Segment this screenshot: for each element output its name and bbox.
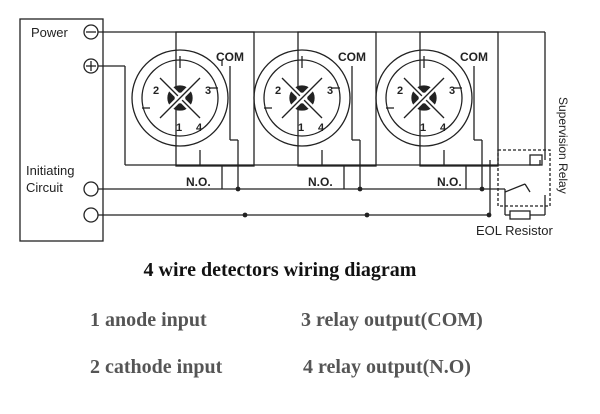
supervision-relay-box: [497, 149, 551, 207]
detector-3-terminal-4: 4: [440, 122, 447, 134]
detector-2-terminal-3: 3: [327, 85, 333, 97]
detector-1-terminal-1: 1: [176, 122, 182, 134]
detector-3-terminal-3: 3: [449, 85, 455, 97]
control-panel: [19, 18, 104, 242]
detector-1-terminal-2: 2: [153, 85, 159, 97]
initiating-label-line1: Initiating: [26, 163, 74, 178]
detector-3-terminal-1: 1: [420, 122, 426, 134]
supervision-relay-label: Supervision Relay: [556, 97, 570, 194]
detector-2-terminal-1: 1: [298, 122, 304, 134]
legend-item-1: 1 anode input: [90, 309, 207, 331]
eol-resistor: [509, 210, 531, 220]
detector-2-terminal-2: 2: [275, 85, 281, 97]
initiating-label-line2: Circuit: [26, 180, 63, 195]
detector-3-no-label: N.O.: [437, 175, 462, 189]
detector-1-com-label: COM: [216, 50, 244, 64]
initiating-terminal-2: [83, 207, 99, 223]
power-label: Power: [31, 25, 69, 40]
legend-item-2: 2 cathode input: [90, 356, 223, 378]
relay-coil: [529, 154, 543, 166]
diagram-caption: 4 wire detectors wiring diagram: [143, 259, 417, 281]
detector-2-terminal-4: 4: [318, 122, 325, 134]
initiating-terminal-1: [83, 181, 99, 197]
detector-3-terminal-2: 2: [397, 85, 403, 97]
detector-3-com-label: COM: [460, 50, 488, 64]
detector-1-terminal-3: 3: [205, 85, 211, 97]
detector-2-no-label: N.O.: [308, 175, 333, 189]
wiring-diagram: Power Initiating Circuit COM N.O. 2 3 1 …: [19, 18, 570, 242]
detector-3: [375, 31, 499, 189]
legend-item-4: 4 relay output(N.O): [303, 356, 471, 378]
detector-1-no-label: N.O.: [186, 175, 211, 189]
detector-1-terminal-4: 4: [196, 122, 203, 134]
detector-2-com-label: COM: [338, 50, 366, 64]
eol-resistor-label: EOL Resistor: [476, 223, 553, 238]
legend-item-3: 3 relay output(COM): [301, 309, 483, 331]
